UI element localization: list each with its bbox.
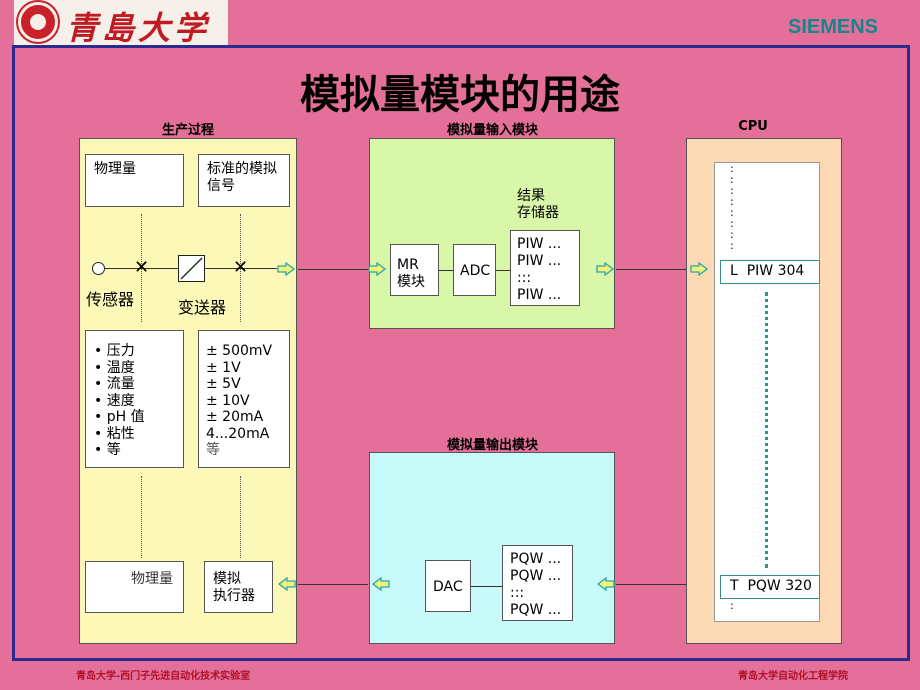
signal-line-output-to-process	[298, 584, 368, 585]
arrow-left-icon	[372, 577, 390, 591]
footer-left: 青岛大学-西门子先进自动化技术实验室	[76, 671, 251, 682]
list-item: • 等	[94, 442, 121, 458]
adc-box: ADC	[453, 244, 496, 296]
university-logo: 青島大学	[14, 0, 228, 47]
connector-line	[496, 270, 510, 271]
slide-title: 模拟量模块的用途	[300, 72, 620, 118]
section-label-output-module: 模拟量输出模块	[446, 438, 538, 453]
signal-line-input-to-cpu	[616, 269, 686, 270]
physical-quantity-output-box: 物理量	[85, 561, 184, 613]
dotted-guide	[240, 476, 241, 558]
sensor-icon	[92, 262, 105, 275]
list-item: • 流量	[94, 376, 135, 392]
mr-module-box: MR 模块	[390, 244, 439, 296]
list-item: • 温度	[94, 359, 135, 376]
physical-quantity-box: 物理量	[85, 154, 184, 207]
cpu-program-dotted-line	[765, 292, 768, 568]
arrow-right-icon	[368, 262, 386, 276]
output-memory-box: PQW ... PQW ... ::: PQW ...	[502, 545, 573, 621]
list-item: ± 1V	[206, 359, 241, 376]
quantities-list: • 压力 • 温度 • 流量 • 速度 • pH 值 • 粘性 • 等	[85, 330, 184, 468]
input-memory-box: PIW ... PIW ... ::: PIW ...	[510, 230, 580, 306]
transmitter-icon	[178, 255, 205, 282]
actuator-box: 模拟 执行器	[204, 561, 273, 613]
list-item: • pH 值	[94, 409, 145, 425]
connector-line	[471, 586, 502, 587]
load-piw-instruction: L PIW 304	[720, 260, 820, 284]
connector-line	[439, 270, 453, 271]
list-item: 等	[206, 442, 220, 458]
standard-signal-box: 标准的模拟 信号	[198, 154, 290, 207]
output-module-panel	[369, 452, 615, 644]
university-seal-icon	[18, 2, 58, 42]
dotted-guide	[141, 476, 142, 558]
signal-ranges-list: ± 500mV ± 1V ± 5V ± 10V ± 20mA 4...20mA …	[198, 330, 290, 468]
arrow-right-icon	[277, 262, 295, 276]
section-label-process: 生产过程	[161, 123, 214, 138]
signal-line	[105, 268, 178, 269]
list-item: • 速度	[94, 392, 135, 409]
result-memory-label: 结果 存储器	[517, 188, 559, 221]
transfer-pqw-instruction: T PQW 320	[720, 575, 820, 599]
list-item: ± 20mA	[206, 409, 264, 425]
list-item: ± 5V	[206, 376, 241, 392]
cpu-dot-bottom: :	[730, 599, 734, 612]
section-label-input-module: 模拟量输入模块	[446, 123, 538, 138]
transmitter-label: 变送器	[178, 298, 227, 317]
signal-line-process-to-input	[298, 269, 368, 270]
section-label-cpu: CPU	[738, 119, 768, 134]
list-item: ± 500mV	[206, 343, 273, 359]
university-logo-text: 青島大学	[66, 9, 211, 47]
cpu-dots-top: : : : : : : : :	[730, 162, 734, 252]
seal-center	[30, 14, 46, 30]
sensor-label: 传感器	[86, 290, 135, 309]
arrow-left-icon	[278, 577, 296, 591]
footer-right: 青岛大学自动化工程学院	[738, 671, 848, 682]
signal-line-cpu-to-output	[616, 584, 686, 585]
signal-line	[205, 268, 277, 269]
arrow-right-icon	[690, 262, 708, 276]
cross-mark-icon: ✕	[134, 257, 150, 278]
list-item: • 压力	[94, 343, 135, 359]
brand-name: SIEMENS	[788, 16, 879, 38]
list-item: ± 10V	[206, 392, 250, 409]
slide-frame	[12, 45, 910, 661]
list-item: • 粘性	[94, 425, 135, 442]
arrow-right-icon	[596, 262, 614, 276]
dac-box: DAC	[425, 560, 471, 612]
cross-mark-icon: ✕	[233, 257, 249, 278]
arrow-left-icon	[597, 577, 615, 591]
list-item: 4...20mA	[206, 425, 270, 442]
